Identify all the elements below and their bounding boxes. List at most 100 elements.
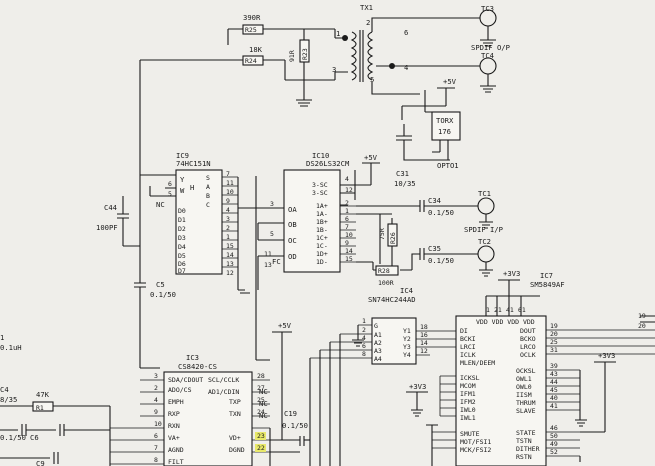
svg-text:A1: A1 [374,331,382,339]
tc4-label: TC4 [481,51,494,60]
ic3-nc-a: NC [259,387,268,396]
svg-text:SMUTE: SMUTE [460,430,480,438]
resistor-r28 [375,265,399,276]
c4-ref: C4 [0,385,9,394]
svg-text:10: 10 [345,231,353,239]
svg-text:RXP: RXP [168,410,180,418]
c5-value: 0.1/50 [150,290,176,299]
svg-text:25: 25 [257,396,265,404]
svg-text:TXP: TXP [229,398,241,406]
svg-text:12: 12 [345,186,353,194]
r24-ref: R24 [245,57,257,65]
ic10-oc: OC [288,236,297,245]
svg-text:MLEN/DEEM: MLEN/DEEM [460,359,495,367]
svg-text:MCK/FSI2: MCK/FSI2 [460,446,491,454]
svg-text:D1: D1 [178,216,186,224]
torx-part-bottom: 176 [438,127,451,136]
svg-text:DITHER: DITHER [516,445,540,453]
svg-text:14: 14 [420,339,428,347]
svg-text:FILT: FILT [168,458,184,466]
svg-text:31: 31 [550,346,558,354]
svg-text:22: 22 [257,444,265,452]
svg-text:1C+: 1C+ [316,234,328,242]
svg-text:D7: D7 [178,267,186,275]
tx1-pin6: 6 [404,28,408,37]
svg-text:9: 9 [345,239,349,247]
svg-text:4: 4 [226,206,230,214]
svg-text:10: 10 [226,188,234,196]
svg-text:2: 2 [345,199,349,207]
svg-text:14: 14 [345,247,353,255]
svg-text:7: 7 [154,444,158,452]
ic9-nc: NC [156,200,165,209]
svg-text:5: 5 [270,230,274,238]
svg-text:27: 27 [257,384,265,392]
ic10-fc: FC [272,257,281,266]
svg-text:52: 52 [550,448,558,456]
svg-text:9: 9 [226,197,230,205]
tx1-pin1: 1 [336,29,340,38]
tc2-label: TC2 [478,237,491,246]
svg-text:TXN: TXN [229,410,241,418]
svg-text:24: 24 [257,408,265,416]
svg-text:6: 6 [362,342,366,350]
connector-tc1[interactable] [477,197,495,215]
ic7-ref: IC7 [540,271,553,280]
svg-text:2: 2 [154,384,158,392]
c34-ref: C34 [428,196,441,205]
highlight-pin23 [255,432,266,440]
ic10-part: DS26LS32CM [306,159,350,168]
c5-ref: C5 [156,280,165,289]
svg-text:39: 39 [550,362,558,370]
tc3-label: TC3 [481,4,494,13]
connector-tc4[interactable] [479,57,497,75]
svg-text:10: 10 [154,420,162,428]
rail-5v-c: +5V [278,321,292,330]
svg-text:IFM1: IFM1 [460,390,476,398]
ic4-buffer [371,317,417,365]
svg-text:13: 13 [264,261,272,269]
ic3-ref: IC3 [186,353,199,362]
rail-3v3-b: +3V3 [409,382,426,391]
svg-text:BCKO: BCKO [520,335,536,343]
r23-value: 91R [288,50,296,62]
svg-text:A4: A4 [374,355,382,363]
svg-text:44: 44 [550,378,558,386]
svg-text:1: 1 [226,233,230,241]
svg-text:3: 3 [154,372,158,380]
svg-text:12: 12 [420,347,428,355]
ic3-left-pins: SDA/CDOUT ADO/CS EMPH RXP RXN VA+ AGND F… [168,376,203,466]
svg-text:1B+: 1B+ [316,218,328,226]
ic7-pin21: 21 [494,306,502,314]
ic10-ob: OB [288,220,297,229]
r1-value: 47K [36,390,50,399]
svg-text:7: 7 [345,223,349,231]
svg-text:SDA/CDOUT: SDA/CDOUT [168,376,203,384]
svg-text:RXN: RXN [168,422,180,430]
svg-text:18: 18 [420,323,428,331]
svg-text:G: G [374,322,378,330]
svg-text:TSTN: TSTN [516,437,532,445]
svg-text:20: 20 [550,330,558,338]
ic3-spdif-transceiver [163,371,253,466]
svg-text:IISM: IISM [516,391,532,399]
svg-text:VD+: VD+ [229,434,241,442]
svg-text:ICLK: ICLK [460,351,476,359]
c35-ref: C35 [428,244,441,253]
svg-text:15: 15 [226,242,234,250]
svg-text:13: 13 [226,260,234,268]
ic7-pin1: 1 [486,306,490,314]
ic7-sample-rate-converter [455,315,547,466]
r1-ref: R1 [36,404,44,412]
tx1-secondary-winding [367,31,374,81]
svg-text:Y4: Y4 [403,351,411,359]
c19-ref: C19 [284,409,297,418]
ic4-ref: IC4 [400,286,413,295]
c4-value-edge: 8/35 [0,395,17,404]
svg-text:20: 20 [638,322,646,330]
c9-ref: C9 [36,459,45,466]
connector-tc2[interactable] [477,245,495,263]
svg-text:16: 16 [420,331,428,339]
svg-text:DOUT: DOUT [520,327,536,335]
